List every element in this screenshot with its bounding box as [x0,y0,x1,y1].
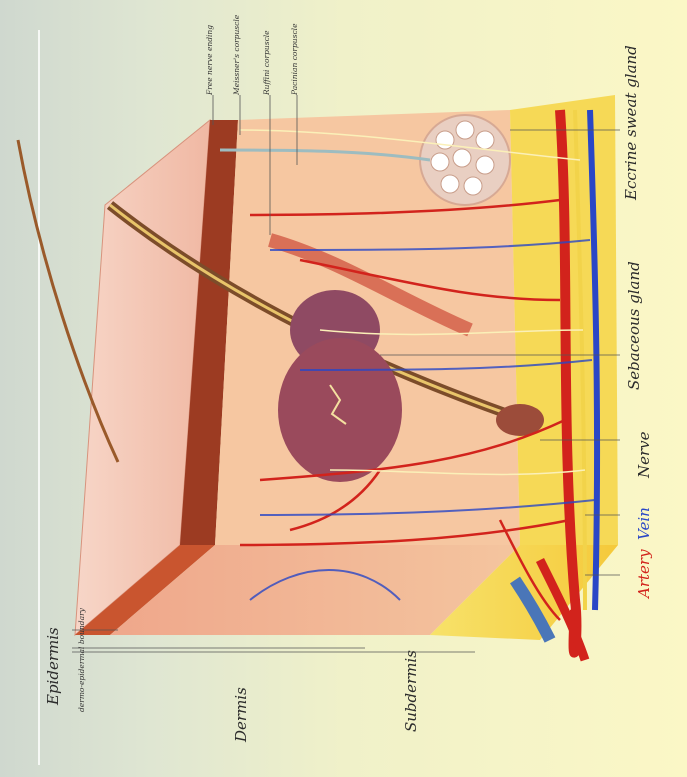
label-vein: Vein [635,507,653,540]
label-sebaceous-gland: Sebaceous gland [625,261,643,390]
label-artery: Artery [635,549,653,598]
label-eccrine-sweat-gland: Eccrine sweat gland [622,45,640,200]
label-dermis: Dermis [232,687,250,742]
sebaceous-gland-lower [278,338,402,482]
label-nerve: Nerve [635,431,653,478]
label-pacinian-corpuscle: Pacinian corpuscle [290,23,299,95]
eccrine-sweat-gland [420,115,510,205]
label-ruffini-corpuscle: Ruffini corpuscle [262,30,271,95]
label-epidermis: Epidermis [44,627,62,705]
label-subdermis: Subdermis [402,650,420,732]
label-dermo-epidermal-boundary: dermo-epidermal boundary [77,608,86,712]
label-meissners-corpuscle: Meissner's corpuscle [232,15,241,95]
label-free-nerve-ending: Free nerve ending [205,25,214,95]
